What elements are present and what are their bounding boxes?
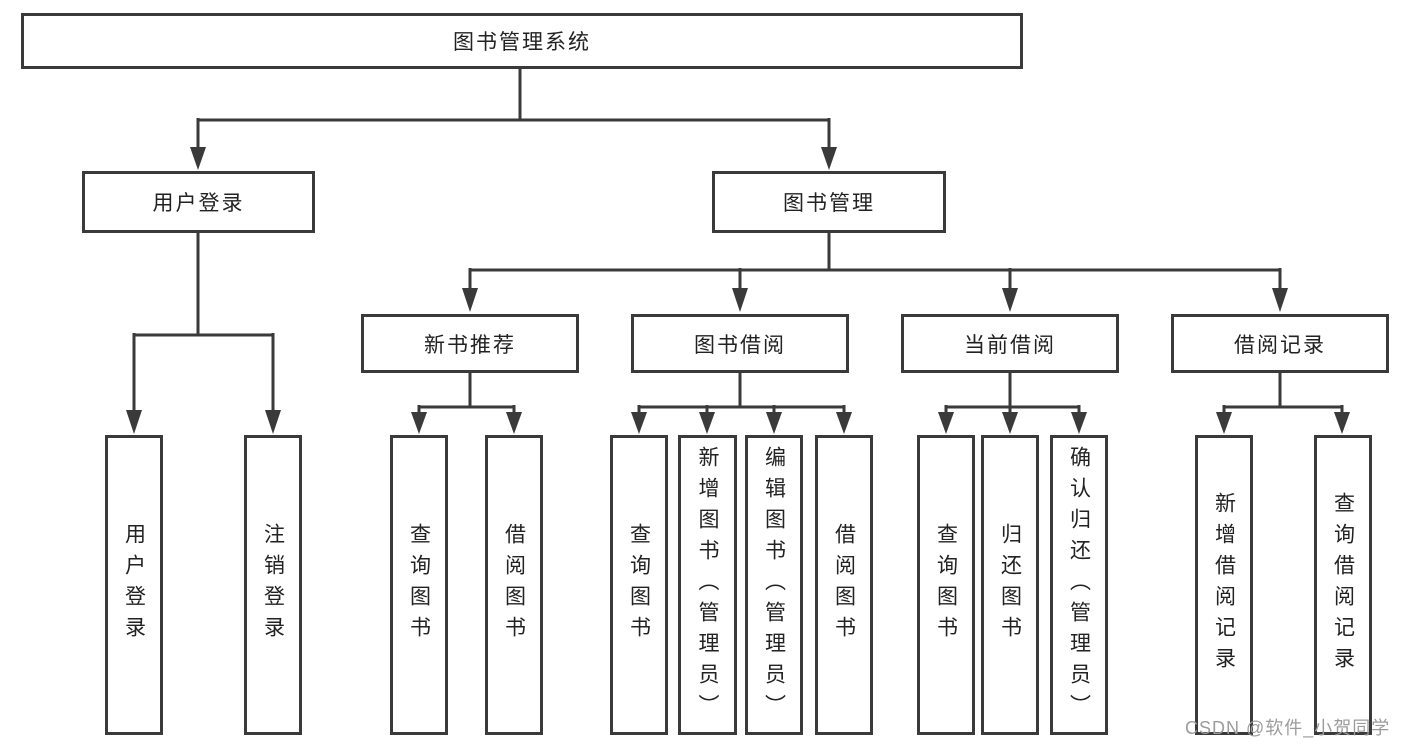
node-new-book-recommend-label: 新书推荐 — [424, 333, 516, 357]
leaf-confirm-return-admin-label: 确认归还（管理员） — [1067, 445, 1091, 725]
connector-new-book-fork — [411, 373, 522, 434]
leaf-newbook-borrow-books-label: 借阅图书 — [502, 523, 526, 647]
node-book-management-label: 图书管理 — [783, 192, 875, 215]
connector-book-management-fork — [462, 233, 1288, 312]
node-borrow-record: 借阅记录 — [1171, 314, 1389, 373]
leaf-edit-book-admin: 编辑图书（管理员） — [745, 435, 803, 735]
leaf-newbook-borrow-books: 借阅图书 — [485, 435, 543, 735]
leaf-add-borrow-record: 新增借阅记录 — [1195, 435, 1253, 735]
leaf-edit-book-admin-label: 编辑图书（管理员） — [762, 445, 786, 725]
node-new-book-recommend: 新书推荐 — [361, 314, 579, 373]
node-current-borrow-label: 当前借阅 — [964, 333, 1056, 357]
leaf-return-books: 归还图书 — [981, 435, 1039, 735]
leaf-borrow-query-books-label: 查询图书 — [627, 523, 651, 647]
leaf-borrow-books-label: 借阅图书 — [832, 523, 856, 647]
node-root: 图书管理系统 — [21, 13, 1023, 69]
leaf-add-book-admin-label: 新增图书（管理员） — [696, 445, 719, 725]
node-user-login: 用户登录 — [82, 171, 315, 233]
leaf-user-login-label: 用户登录 — [122, 523, 146, 647]
leaf-add-borrow-record-label: 新增借阅记录 — [1212, 492, 1236, 678]
node-book-management: 图书管理 — [712, 171, 946, 233]
connector-user-login-fork — [126, 233, 281, 434]
leaf-borrow-books: 借阅图书 — [815, 435, 873, 735]
leaf-current-query-books-label: 查询图书 — [934, 523, 958, 647]
node-current-borrow: 当前借阅 — [901, 314, 1119, 373]
connector-borrow-record-fork — [1216, 373, 1350, 434]
leaf-newbook-query-books-label: 查询图书 — [407, 523, 431, 647]
connector-current-borrow-fork — [938, 373, 1087, 434]
leaf-user-login: 用户登录 — [105, 435, 163, 735]
node-book-borrow: 图书借阅 — [631, 314, 849, 373]
leaf-current-query-books: 查询图书 — [917, 435, 975, 735]
leaf-confirm-return-admin: 确认归还（管理员） — [1050, 435, 1108, 735]
leaf-return-books-label: 归还图书 — [998, 523, 1022, 647]
node-root-label: 图书管理系统 — [453, 31, 591, 54]
node-borrow-record-label: 借阅记录 — [1234, 333, 1326, 357]
leaf-borrow-query-books: 查询图书 — [610, 435, 668, 735]
node-book-borrow-label: 图书借阅 — [694, 333, 786, 357]
connector-book-borrow-fork — [631, 373, 852, 434]
node-user-login-label: 用户登录 — [152, 192, 245, 215]
leaf-logout-label: 注销登录 — [261, 523, 285, 647]
connector-root-fork — [190, 69, 837, 170]
leaf-query-borrow-record-label: 查询借阅记录 — [1331, 492, 1355, 678]
leaf-logout: 注销登录 — [244, 435, 302, 735]
leaf-add-book-admin: 新增图书（管理员） — [678, 435, 737, 735]
leaf-query-borrow-record: 查询借阅记录 — [1314, 435, 1372, 735]
leaf-newbook-query-books: 查询图书 — [390, 435, 448, 735]
csdn-watermark: CSDN @软件_小贺同学 — [1185, 718, 1391, 738]
